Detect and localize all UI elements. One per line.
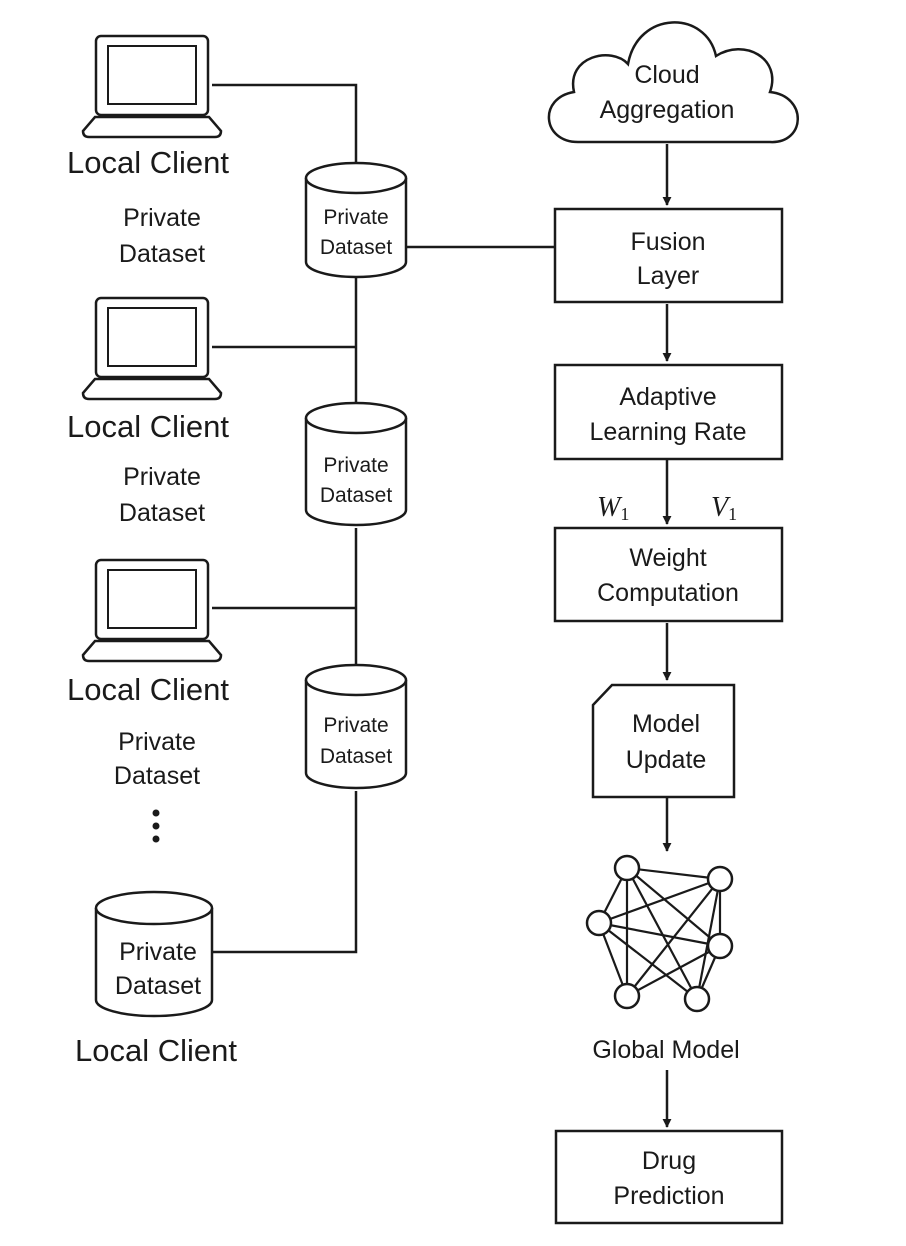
private-dataset-label: Dataset xyxy=(114,762,200,790)
cylinder-label: Dataset xyxy=(115,972,201,1000)
model-update-label: Model xyxy=(632,710,700,738)
cylinder-label: Private xyxy=(323,714,388,737)
laptop-icon xyxy=(81,558,223,663)
laptop-icon xyxy=(81,34,223,139)
local-client-1: Local Client Private Dataset Private Dat… xyxy=(67,34,408,279)
local-client-last: Private Dataset Local Client xyxy=(75,890,237,1068)
fusion-label: Fusion xyxy=(630,228,705,256)
weight-label: Weight xyxy=(629,544,706,572)
cylinder-label: Private xyxy=(323,206,388,229)
cloud-icon xyxy=(547,21,799,144)
ellipsis-text: ⋮ xyxy=(156,829,157,831)
fusion-layer-box: Fusion Layer xyxy=(553,207,784,304)
weight-symbols: W1 V1 xyxy=(597,492,737,524)
private-dataset-label: Private xyxy=(123,204,201,232)
drug-label: Prediction xyxy=(613,1182,724,1210)
cloud-label: Cloud xyxy=(634,61,699,89)
database-cylinder-icon xyxy=(94,890,214,1018)
cylinder-label: Private xyxy=(323,454,388,477)
cylinder-label: Private xyxy=(119,938,197,966)
local-client-label: Local Client xyxy=(67,672,229,707)
private-dataset-label: Private xyxy=(118,728,196,756)
local-client-3: Local Client Private Dataset Private Dat… xyxy=(67,558,408,790)
private-dataset-label: Dataset xyxy=(119,240,205,268)
database-cylinder-icon xyxy=(304,161,408,279)
cloud-aggregation: Cloud Aggregation xyxy=(547,21,799,144)
model-update-label: Update xyxy=(626,746,707,774)
local-client-2: Local Client Private Dataset Private Dat… xyxy=(67,296,408,527)
adaptive-label: Learning Rate xyxy=(589,418,746,446)
fusion-label: Layer xyxy=(637,262,700,290)
local-client-label: Local Client xyxy=(67,409,229,444)
laptop-icon xyxy=(81,296,223,401)
cylinder-label: Dataset xyxy=(320,484,393,507)
neural-network-icon xyxy=(585,854,734,1013)
database-cylinder-icon xyxy=(304,663,408,790)
database-cylinder-icon xyxy=(304,401,408,527)
local-client-label: Local Client xyxy=(75,1033,237,1068)
global-model-label: Global Model xyxy=(592,1036,739,1064)
model-update-document: Model Update xyxy=(591,683,736,799)
w-symbol: W1 xyxy=(597,492,629,524)
drug-label: Drug xyxy=(642,1147,696,1175)
private-dataset-label: Dataset xyxy=(119,499,205,527)
private-dataset-label: Private xyxy=(123,463,201,491)
ellipsis-dots: ⋮ xyxy=(152,809,160,843)
v-symbol: V1 xyxy=(711,492,737,524)
adaptive-learning-rate-box: Adaptive Learning Rate xyxy=(553,363,784,461)
adaptive-label: Adaptive xyxy=(619,383,716,411)
cylinder-label: Dataset xyxy=(320,236,393,259)
weight-label: Computation xyxy=(597,579,739,607)
cylinder-label: Dataset xyxy=(320,745,393,768)
local-client-label: Local Client xyxy=(67,145,229,180)
connection-lines xyxy=(212,83,555,954)
cloud-label: Aggregation xyxy=(600,96,735,124)
weight-computation-box: Weight Computation xyxy=(553,526,784,623)
drug-prediction-box: Drug Prediction xyxy=(554,1129,784,1225)
